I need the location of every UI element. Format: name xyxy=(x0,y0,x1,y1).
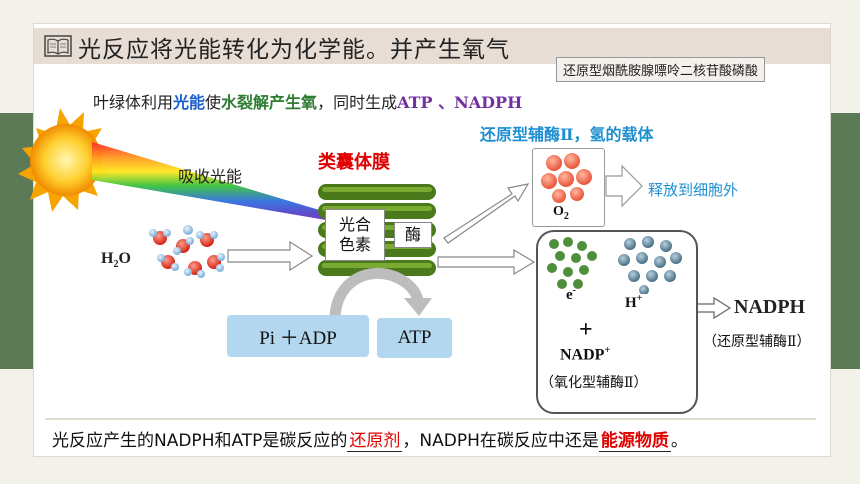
light-beam xyxy=(92,142,326,220)
oxygen-molecules xyxy=(541,153,592,203)
intro-light-energy: 光能 xyxy=(173,93,206,112)
proton-superscript: + xyxy=(636,293,643,304)
electron-dots xyxy=(547,237,597,289)
summary-part-1: 光反应产生的NADPH和ATP是碳反应的 xyxy=(52,431,348,451)
pi-adp-box: Pi ＋ADP xyxy=(227,315,369,357)
oxygen-label: O2 xyxy=(553,204,569,222)
proton-symbol: H xyxy=(625,295,637,311)
water-molecules-icon xyxy=(149,225,225,278)
water-label: H2O xyxy=(101,250,131,270)
oxygen-dot xyxy=(570,187,584,201)
membrane-title: 类囊体膜 xyxy=(318,152,390,173)
electron-superscript: - xyxy=(572,285,577,296)
pigment-line-1: 光合 xyxy=(338,215,371,234)
intro-water-split: 水裂解产生氧 xyxy=(221,93,318,112)
oxygen-dot xyxy=(552,189,566,203)
nadp-superscript: + xyxy=(604,345,611,356)
proton-label: H+ xyxy=(625,293,642,312)
enzyme-label: 酶 xyxy=(394,222,432,248)
oxygen-dot xyxy=(576,169,592,185)
water-arrow xyxy=(227,240,314,272)
water-symbol: H xyxy=(101,250,114,267)
summary-part-3: 。 xyxy=(670,431,688,451)
summary-bar xyxy=(45,418,816,456)
pigment-line-2: 色素 xyxy=(338,235,371,254)
intro-use: 使 xyxy=(205,93,222,112)
sun-icon xyxy=(18,108,112,212)
oxygen-arrow xyxy=(443,183,530,244)
electron-proton-dots xyxy=(547,236,682,294)
water-tail: O xyxy=(118,250,131,267)
reduced-coenzyme-note: 还原型辅酶Ⅱ，氢的载体 xyxy=(480,125,654,144)
oxygen-dot xyxy=(558,171,574,187)
intro-products: ATP 、NADPH xyxy=(397,93,523,112)
oxygen-subscript: 2 xyxy=(563,210,569,222)
nadp-symbol: NADP xyxy=(560,346,605,364)
pigment-label: 光合 色素 xyxy=(325,209,385,261)
answer-blank-2: 能源物质 xyxy=(598,431,671,452)
release-arrow xyxy=(605,164,643,208)
answer-blank-1: 还原剂 xyxy=(347,431,403,452)
oxygen-dot xyxy=(564,153,580,169)
reduced-note-paren: （还原型辅酶Ⅱ） xyxy=(703,334,811,350)
plus-sign: + xyxy=(579,317,593,343)
intro-middle: ，同时生成 xyxy=(317,93,398,112)
nadph-label: NADPH xyxy=(734,296,806,318)
electron-symbol: e xyxy=(566,287,573,303)
intro-prefix: 叶绿体利用 xyxy=(93,93,174,112)
electron-label: e- xyxy=(566,285,576,304)
book-icon xyxy=(44,35,72,57)
intro-sentence: 叶绿体利用光能使水裂解产生氧，同时生成ATP 、NADPH xyxy=(93,89,522,113)
oxygen-dot xyxy=(541,173,557,189)
page-title: 光反应将光能转化为化学能。并产生氧气 xyxy=(78,37,510,63)
oxygen-dot xyxy=(546,155,562,171)
atp-box: ATP xyxy=(377,318,452,358)
nadph-arrow xyxy=(693,296,732,320)
absorb-light-label: 吸收光能 xyxy=(178,167,243,186)
full-name-note: 还原型烟酰胺腺嘌呤二核苷酸磷酸 xyxy=(556,57,766,82)
atp-arrow-head xyxy=(404,298,432,316)
atp-synthesis-arrow xyxy=(329,268,424,319)
nadp-label: NADP+ xyxy=(560,345,610,364)
oxygen-symbol: O xyxy=(553,204,564,219)
summary-sentence: 光反应产生的NADPH和ATP是碳反应的还原剂，NADPH在碳反应中还是能源物质… xyxy=(52,426,688,452)
summary-part-2: ，NADPH在碳反应中还是 xyxy=(402,431,599,451)
nadp-arrow xyxy=(437,248,536,276)
release-label: 释放到细胞外 xyxy=(648,181,739,199)
water-subscript: 2 xyxy=(113,259,119,271)
oxidized-note: （氧化型辅酶Ⅱ） xyxy=(540,375,648,391)
proton-dots xyxy=(618,236,682,294)
